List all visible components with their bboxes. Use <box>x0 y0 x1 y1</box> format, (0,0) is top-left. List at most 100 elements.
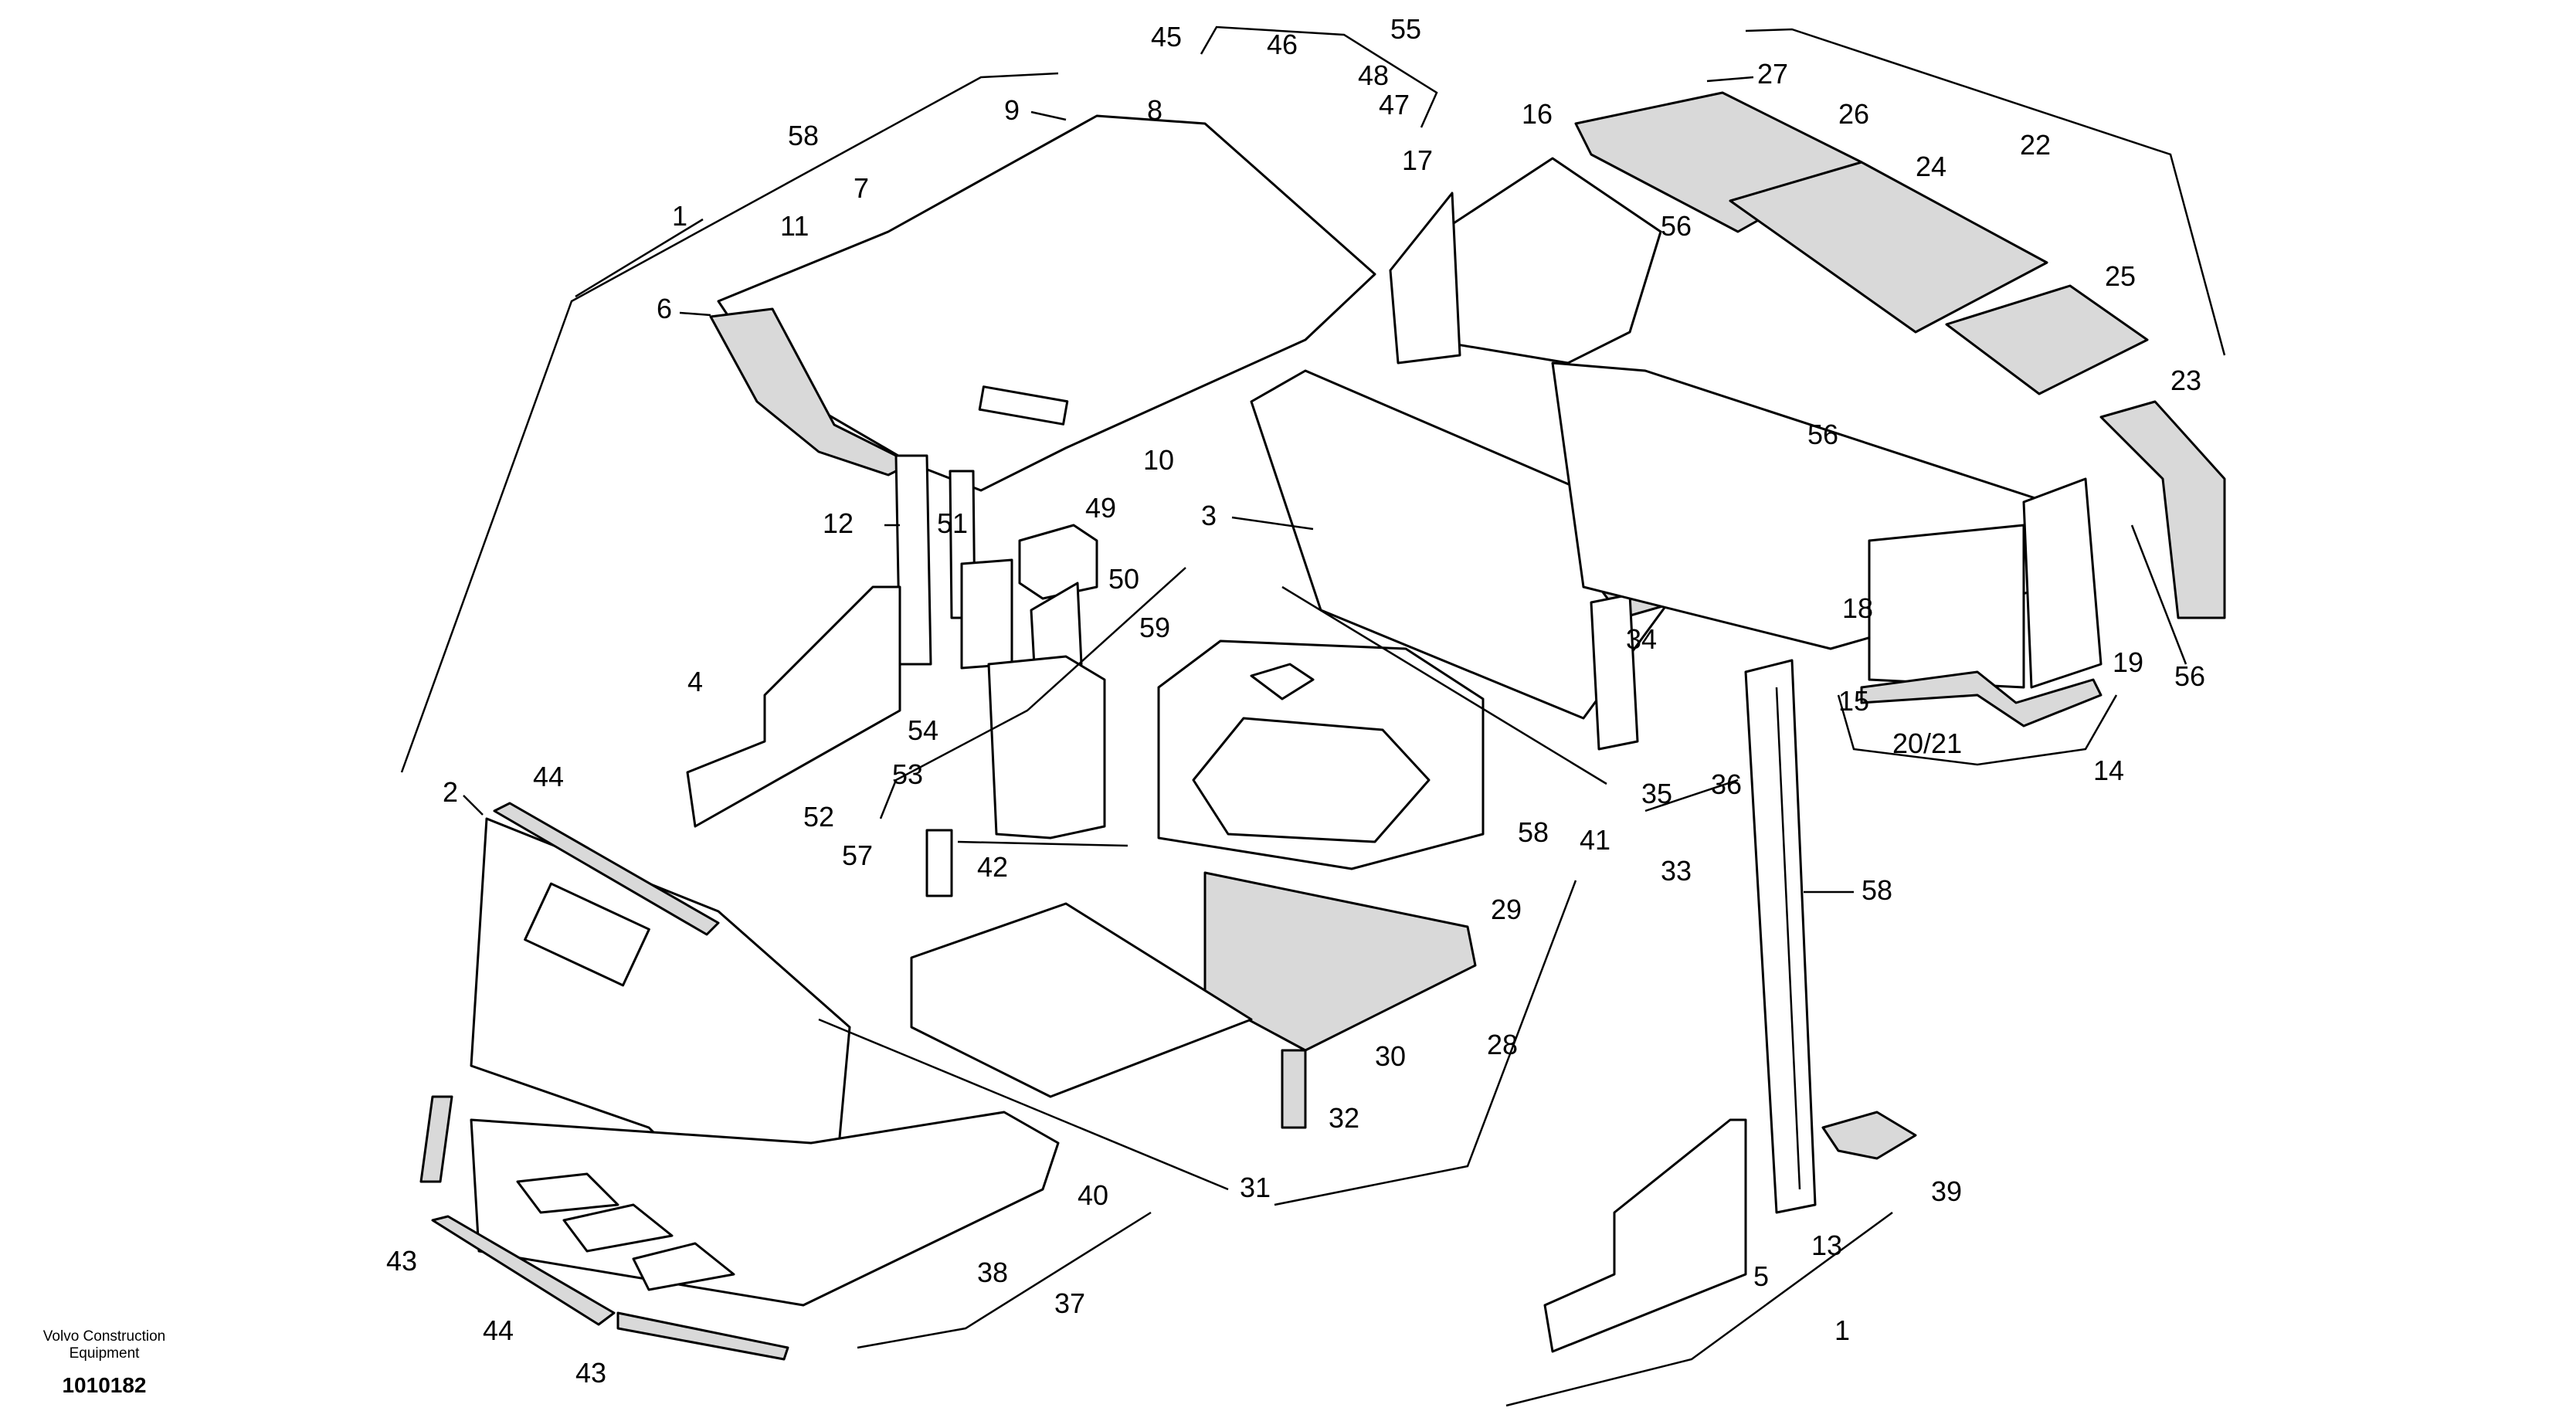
callout-39: 39 <box>1931 1175 1962 1207</box>
roof-panel <box>717 114 1376 492</box>
side-panel-left <box>686 585 901 828</box>
brand-caption: Volvo Construction Equipment <box>42 1328 166 1362</box>
callouts: 1 1 2 3 4 5 6 7 8 9 10 11 12 13 14 15 16… <box>386 13 2205 1389</box>
callout-56c: 56 <box>2174 660 2205 692</box>
callout-6: 6 <box>657 293 672 324</box>
leader-1 <box>575 218 704 298</box>
top-panel-24 <box>1729 161 2048 334</box>
leader-lines <box>400 25 2226 1407</box>
callout-30: 30 <box>1375 1040 1406 1072</box>
callout-24: 24 <box>1916 151 1946 182</box>
floor-mat-slot-3 <box>632 1242 735 1291</box>
floor-mat-38 <box>470 1111 1060 1307</box>
leader-56-right <box>2130 524 2187 665</box>
callout-41: 41 <box>1580 824 1610 856</box>
callout-36: 36 <box>1711 768 1742 800</box>
callout-58c: 58 <box>1862 874 1892 906</box>
callout-45: 45 <box>1151 21 1182 53</box>
callout-46: 46 <box>1267 29 1298 60</box>
cylinder-57 <box>925 829 953 897</box>
panel-17 <box>1389 192 1461 365</box>
callout-22: 22 <box>2020 129 2051 161</box>
pad-39 <box>1821 1111 1917 1160</box>
callout-5: 5 <box>1753 1260 1769 1292</box>
floor-plate-30 <box>1203 871 1477 1052</box>
callout-11: 11 <box>780 210 809 242</box>
callout-58a: 58 <box>788 120 819 151</box>
brace-22 <box>1745 28 2226 356</box>
strip-43-vertical <box>419 1095 453 1183</box>
brace-45 <box>1200 25 1438 128</box>
door-window <box>524 882 650 987</box>
callout-43b: 43 <box>575 1357 606 1389</box>
floor-plate-40 <box>910 902 1253 1098</box>
callout-12: 12 <box>823 507 854 539</box>
console-hatch <box>1250 663 1315 700</box>
callout-33: 33 <box>1661 855 1692 887</box>
strip-32 <box>1281 1049 1307 1129</box>
callout-34: 34 <box>1626 623 1657 655</box>
callout-25: 25 <box>2105 260 2136 292</box>
callout-17: 17 <box>1402 144 1433 176</box>
rod-41 <box>1281 585 1607 785</box>
top-panel-25 <box>1945 284 2149 395</box>
callout-56a: 56 <box>1661 210 1692 242</box>
strip-43-lower <box>616 1311 789 1361</box>
bracket-50 <box>1030 582 1083 681</box>
callout-35: 35 <box>1641 778 1672 809</box>
leader-2 <box>463 795 484 816</box>
callout-44a: 44 <box>533 761 564 792</box>
callout-32: 32 <box>1329 1102 1359 1134</box>
callout-9: 9 <box>1004 94 1020 126</box>
callout-14: 14 <box>2093 755 2124 786</box>
leader-3 <box>1231 516 1314 531</box>
callout-2: 2 <box>443 776 458 808</box>
bracket-51 <box>960 558 1013 670</box>
callout-52: 52 <box>803 801 834 833</box>
callout-43a: 43 <box>386 1245 417 1277</box>
callout-55: 55 <box>1390 13 1421 45</box>
callout-50: 50 <box>1108 563 1139 595</box>
callout-1b: 1 <box>1834 1314 1850 1346</box>
callout-3: 3 <box>1201 500 1217 531</box>
block-49 <box>1018 524 1098 600</box>
brace-28 <box>1274 880 1577 1206</box>
cover-53 <box>987 655 1106 839</box>
door-seal-44-top <box>493 802 720 936</box>
pillar <box>894 454 932 666</box>
callout-29: 29 <box>1491 894 1522 925</box>
brace-1-left <box>400 72 1059 773</box>
leader-31 <box>818 1018 1229 1191</box>
callout-23: 23 <box>2170 365 2201 396</box>
brace-33 <box>1644 778 1739 812</box>
strip-20-21 <box>1860 670 2103 728</box>
callout-37: 37 <box>1054 1287 1085 1319</box>
floor-mat-slot-2 <box>562 1203 674 1253</box>
callout-53: 53 <box>892 758 923 790</box>
callout-18: 18 <box>1842 592 1873 624</box>
callout-26: 26 <box>1838 98 1869 130</box>
callout-20-21: 20/21 <box>1892 728 1962 759</box>
part-shapes <box>419 91 2226 1361</box>
callout-40: 40 <box>1078 1179 1108 1211</box>
leader-57 <box>957 840 1128 847</box>
callout-15: 15 <box>1838 685 1869 717</box>
callout-38: 38 <box>977 1257 1008 1288</box>
strip-44-lower <box>431 1215 616 1326</box>
door-post-13 <box>1744 659 1817 1214</box>
callout-44b: 44 <box>483 1314 514 1346</box>
callout-48: 48 <box>1358 59 1389 91</box>
roof-window <box>978 385 1069 426</box>
console-opening <box>1192 717 1431 843</box>
callout-51: 51 <box>937 507 968 539</box>
brace-1-right <box>1505 1211 1893 1407</box>
callout-59: 59 <box>1139 612 1170 643</box>
callout-58b: 58 <box>1518 816 1549 848</box>
callout-4: 4 <box>687 666 703 697</box>
side-strip-35 <box>1590 593 1639 751</box>
callout-57: 57 <box>842 839 873 871</box>
brace-37 <box>857 1211 1152 1349</box>
leader-27 <box>1706 76 1754 83</box>
callout-49: 49 <box>1085 492 1116 524</box>
callout-16: 16 <box>1522 98 1553 130</box>
